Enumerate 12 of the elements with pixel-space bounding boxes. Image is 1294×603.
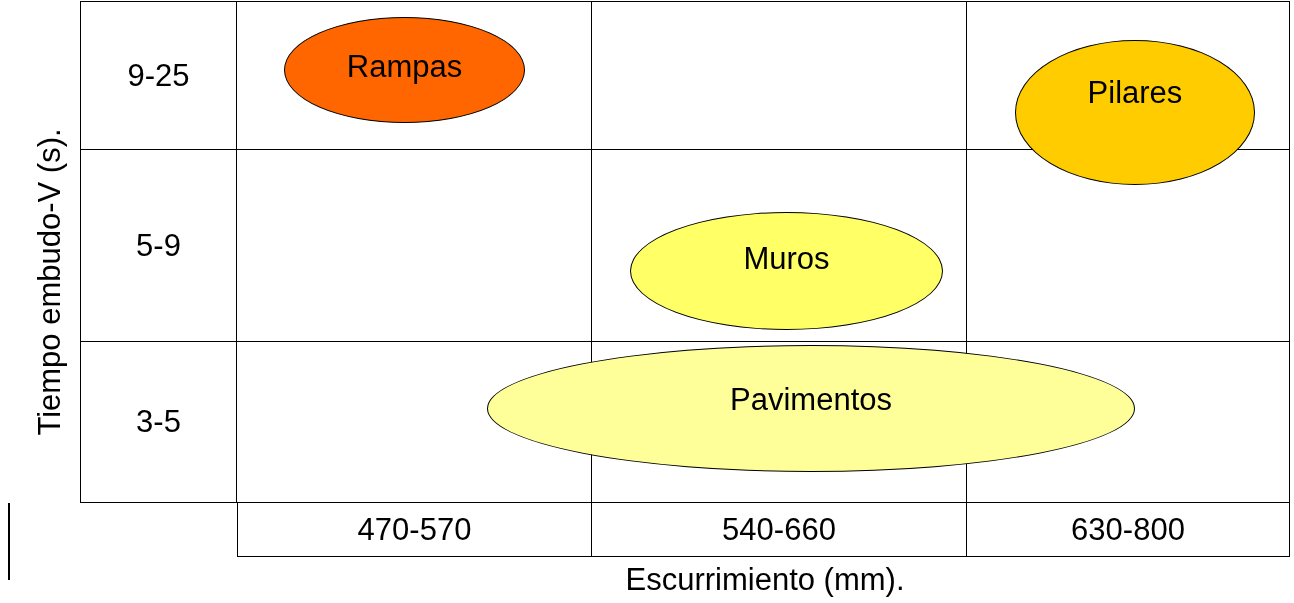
ellipse-label: Pilares	[1087, 75, 1183, 111]
ellipse-label: Rampas	[346, 49, 463, 85]
axis-value: 9-25	[127, 57, 190, 94]
axis-title: Escurrimiento (mm).	[625, 562, 905, 598]
axis-title: Tiempo embudo-V (s).	[32, 128, 68, 436]
axis-value: 630-800	[1071, 511, 1185, 548]
axis-value: 470-570	[357, 511, 472, 548]
ellipse-label: Pavimentos	[730, 382, 892, 418]
axis-value: 540-660	[722, 511, 836, 548]
ellipse-label: Muros	[743, 241, 830, 277]
axis-value: 3-5	[136, 404, 181, 440]
axis-value: 5-9	[136, 227, 181, 264]
